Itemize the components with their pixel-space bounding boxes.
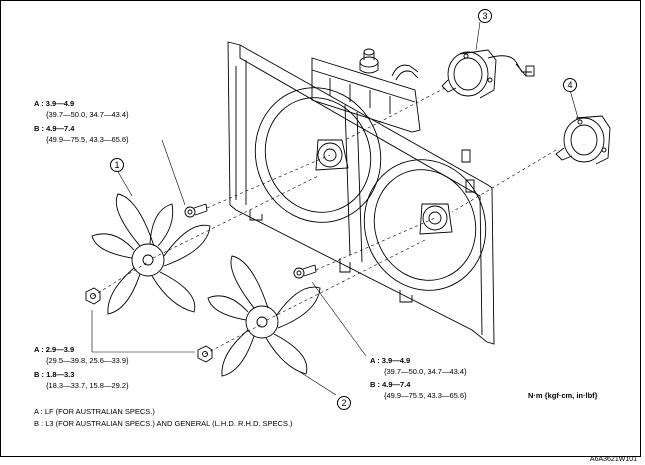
torque-ul-b: B : 4.9—7.4 (34, 124, 75, 133)
fan-shroud-icon (227, 41, 495, 345)
nut-icon (197, 345, 213, 363)
torque-lr-a: A : 3.9—4.9 (370, 356, 411, 365)
nut-icon (85, 287, 101, 305)
callout-2: 2 (337, 396, 351, 410)
torque-ll-b: B : 1.8—3.3 (34, 370, 75, 379)
torque-ul-a: A : 3.9—4.9 (34, 99, 75, 108)
assembly-lines (92, 87, 557, 355)
callout-3: 3 (478, 9, 492, 23)
units-label: N·m {kgf·cm, in·lbf} (528, 391, 598, 400)
bolt-icon (293, 264, 317, 279)
torque-ll-b-sub: {18.3—33.7, 15.8—29.2} (46, 381, 129, 390)
legend-b: B : L3 (FOR AUSTRALIAN SPECS.) AND GENER… (34, 419, 293, 428)
torque-ul-a-sub: {39.7—50.0, 34.7—43.4} (46, 110, 129, 119)
torque-lr-b: B : 4.9—7.4 (370, 380, 411, 389)
fan-blade-icon (207, 255, 321, 377)
legend-a: A : LF (FOR AUSTRALIAN SPECS.) (34, 407, 155, 416)
torque-ll-a-sub: {29.5—39.8, 25.6—33.9} (46, 356, 129, 365)
callout-4: 4 (563, 78, 577, 92)
fan-motor-icon (441, 49, 535, 99)
torque-ul-b-sub: {49.9—75.5, 43.3—65.6} (46, 135, 129, 144)
leader-lines (91, 21, 579, 396)
torque-ll-a: A : 2.9—3.9 (34, 345, 75, 354)
torque-lr-b-sub: {49.9—75.5, 43.3—65.6} (384, 391, 467, 400)
fan-blade-icon (91, 193, 211, 315)
figure-code: A6A3621W101 (589, 456, 637, 463)
fan-motor-icon (555, 115, 611, 165)
torque-lr-a-sub: {39.7—50.0, 34.7—43.4} (384, 367, 467, 376)
bolt-icon (184, 203, 208, 218)
callout-1: 1 (110, 158, 124, 172)
